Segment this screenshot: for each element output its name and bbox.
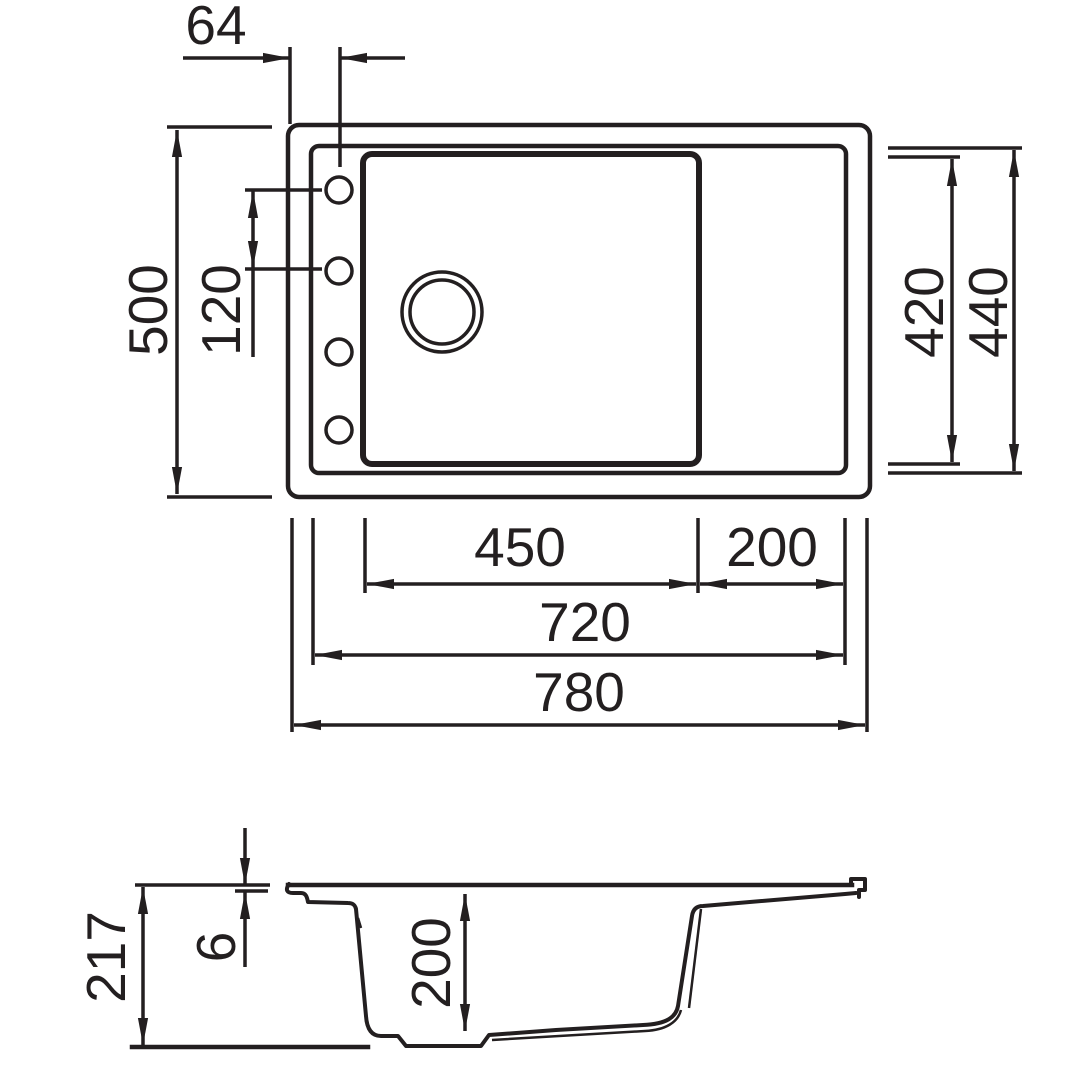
dimension-bowl-depth: 200 bbox=[400, 894, 471, 1031]
dimension-overall-width: 780 bbox=[290, 518, 869, 732]
dimension-label-64: 64 bbox=[185, 0, 246, 56]
dimension-label-420: 420 bbox=[893, 266, 955, 358]
faucet-hole-4 bbox=[324, 415, 354, 445]
dimension-label-450: 450 bbox=[474, 516, 566, 578]
section-bottom-thickness-line bbox=[491, 1009, 683, 1042]
faucet-hole-3 bbox=[324, 337, 354, 367]
faucet-hole-2 bbox=[324, 256, 354, 286]
dimension-bowl-inner-depth: 420 bbox=[888, 155, 960, 466]
dimension-label-500: 500 bbox=[117, 264, 179, 356]
section-right-edge bbox=[849, 877, 867, 899]
dimension-hole-offset: 64 bbox=[183, 0, 405, 167]
dimension-label-780: 780 bbox=[533, 661, 625, 723]
dimension-label-200-top: 200 bbox=[726, 516, 818, 578]
dimension-total-height: 217 bbox=[75, 883, 270, 1045]
dimension-overall-depth: 500 bbox=[117, 125, 272, 499]
dimension-label-120: 120 bbox=[190, 264, 252, 356]
faucet-hole-1 bbox=[324, 175, 354, 205]
dimension-rim-inner-depth: 440 bbox=[888, 146, 1022, 475]
dimension-label-440: 440 bbox=[957, 266, 1019, 358]
dimension-bowl-width: 450 bbox=[363, 516, 700, 593]
section-profile bbox=[284, 882, 858, 1048]
dimension-label-6: 6 bbox=[185, 932, 247, 963]
section-wall-thickness-line bbox=[687, 908, 703, 1009]
section-wall-tick bbox=[356, 917, 363, 929]
sink-rim-inner-edge bbox=[308, 143, 849, 476]
sink-section-view bbox=[129, 877, 867, 1050]
dimension-label-200-section: 200 bbox=[400, 917, 462, 1009]
dimension-drainboard-width: 200 bbox=[700, 516, 847, 665]
sink-outer-edge bbox=[285, 122, 873, 500]
drain-outer-ring bbox=[400, 270, 484, 354]
sink-top-view bbox=[285, 122, 873, 500]
dimension-label-720: 720 bbox=[539, 591, 631, 653]
dimension-rim-inner-width: 720 bbox=[311, 518, 843, 665]
dimension-edge-thickness: 6 bbox=[185, 828, 268, 967]
dimension-label-217: 217 bbox=[75, 911, 137, 1003]
dimension-hole-spacing: 120 bbox=[190, 188, 322, 357]
sink-bowl bbox=[360, 151, 702, 467]
drain-inner-ring bbox=[408, 278, 476, 346]
